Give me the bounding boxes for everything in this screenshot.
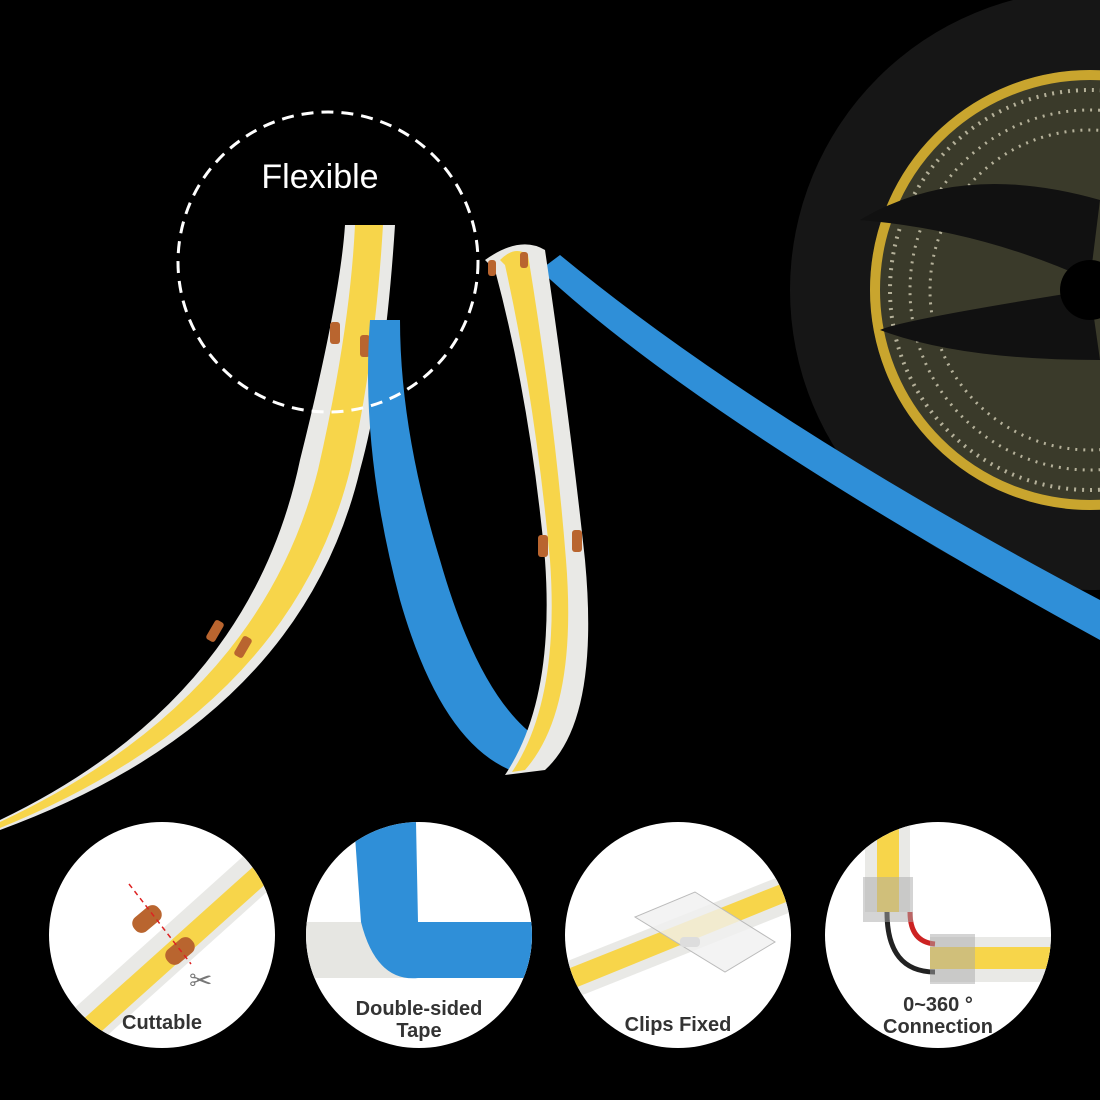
flexible-label: Flexible — [261, 158, 379, 196]
feature-label: Double-sided Tape — [355, 998, 483, 1042]
connector-illustration — [863, 822, 1051, 984]
feature-label: Cuttable — [122, 1012, 202, 1034]
flexible-highlight-circle — [176, 110, 480, 414]
cuttable-illustration: ✂ — [59, 842, 275, 1048]
feature-cuttable: ✂ Cuttable — [49, 822, 275, 1048]
feature-label: Clips Fixed — [624, 1014, 732, 1036]
led-strip-left — [0, 225, 395, 830]
reel — [790, 0, 1100, 590]
feature-double-sided-tape: Double-sided Tape — [306, 822, 532, 1048]
feature-clips-fixed: Clips Fixed — [565, 822, 791, 1048]
tape-illustration — [306, 822, 532, 979]
scissors-icon: ✂ — [189, 965, 212, 996]
led-strip-loop — [485, 244, 589, 775]
feature-label: 0~360 ° Connection — [883, 994, 993, 1038]
clip-illustration — [565, 872, 791, 1002]
feature-connection: 0~360 ° Connection — [825, 822, 1051, 1048]
